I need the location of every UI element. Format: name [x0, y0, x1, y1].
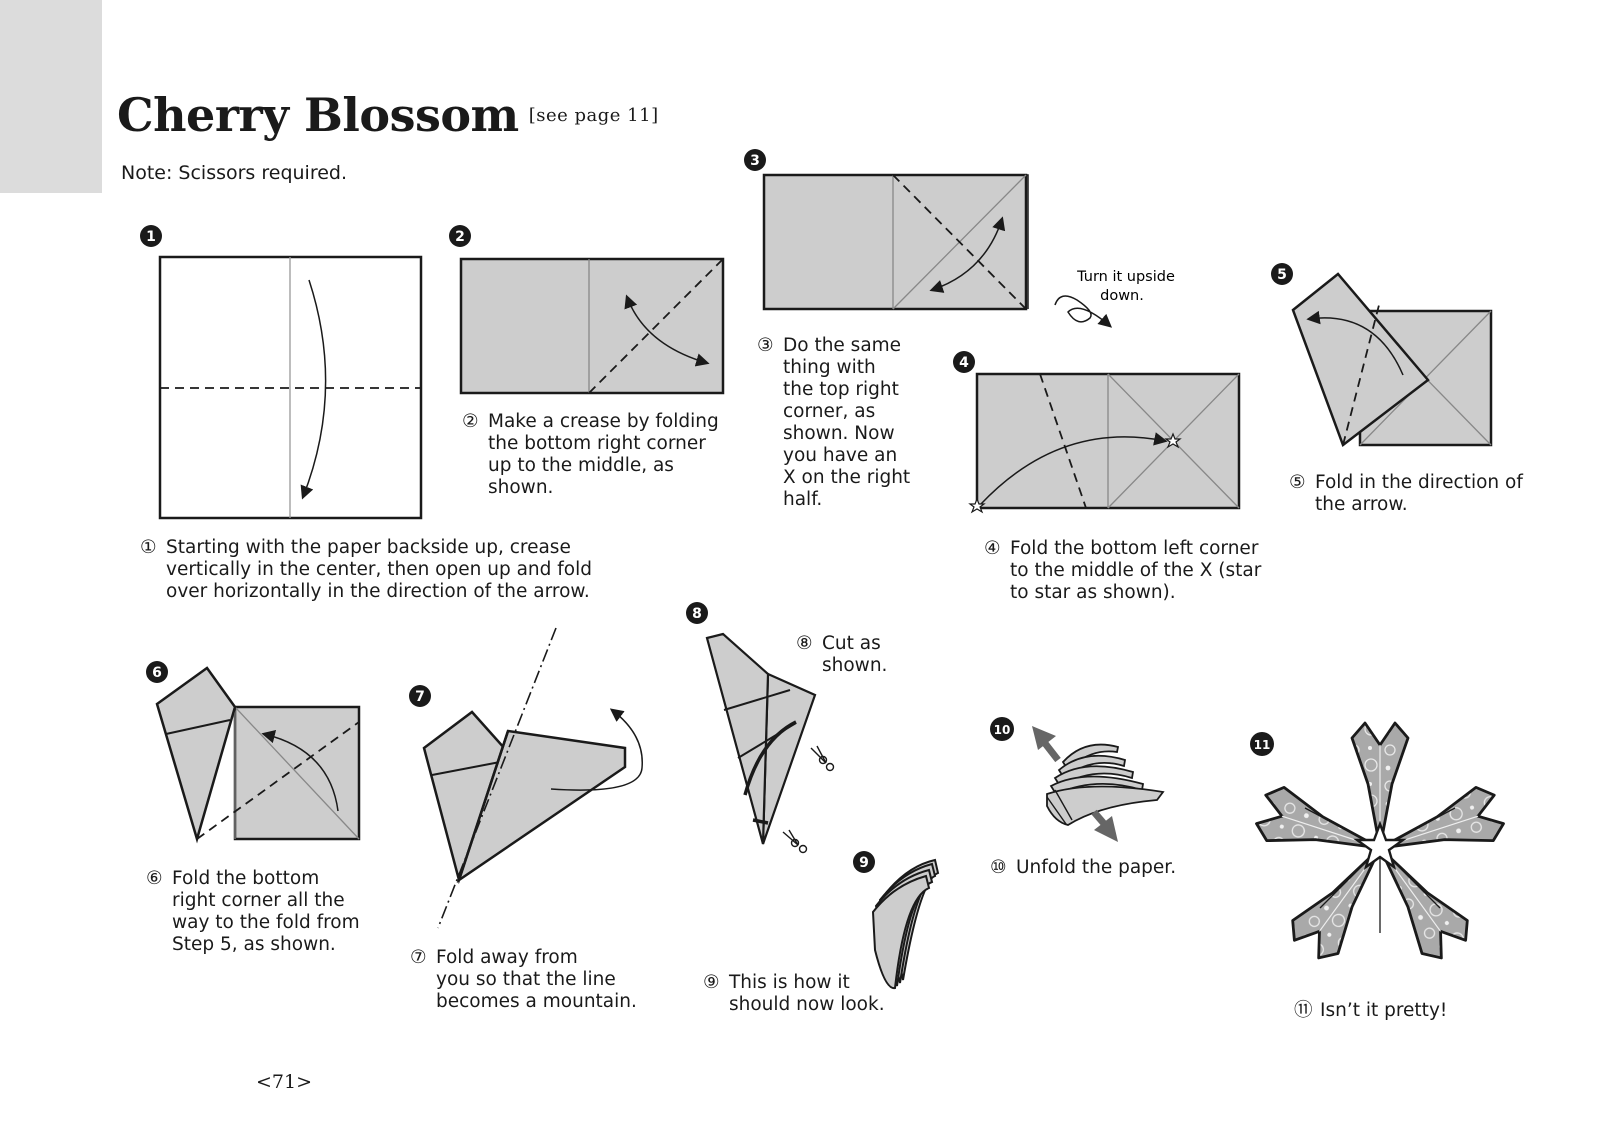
- badge-4: 4: [953, 351, 975, 373]
- diagram-step-10: [1032, 726, 1165, 842]
- page-number: <71>: [256, 1071, 313, 1093]
- badge-2: 2: [449, 225, 471, 247]
- svg-text:2: 2: [455, 229, 465, 245]
- badge-5: 5: [1271, 263, 1293, 285]
- diagram-step-8: [705, 632, 835, 854]
- svg-text:4: 4: [959, 355, 969, 371]
- curved-arrow-icon: [624, 294, 710, 367]
- turn-over-icon: Turn it upside down.: [1054, 269, 1175, 328]
- scissors-icon: [782, 829, 808, 854]
- page-title: Cherry Blossom [see page 11]: [117, 88, 659, 142]
- diagram-step-1: [158, 255, 423, 520]
- step-badges: 1 2 3 4 5 6 7 8 9 10 11: [140, 149, 1293, 873]
- diagram-step-7: [422, 627, 643, 929]
- badge-9: 9: [853, 851, 875, 873]
- svg-text:down.: down.: [1100, 288, 1144, 304]
- svg-text:9: 9: [859, 855, 869, 871]
- diagram-step-4: [968, 372, 1241, 514]
- svg-text:10: 10: [994, 723, 1011, 737]
- curved-arrow-icon: [261, 729, 339, 812]
- badge-7: 7: [409, 685, 431, 707]
- svg-text:6: 6: [152, 665, 162, 681]
- badge-6: 6: [146, 661, 168, 683]
- svg-text:11: 11: [1254, 738, 1271, 752]
- star-icon: [1164, 432, 1182, 449]
- svg-text:1: 1: [146, 229, 156, 245]
- svg-text:5: 5: [1277, 267, 1287, 283]
- chapter-tab: [0, 0, 102, 193]
- note-text: Note: Scissors required.: [121, 162, 348, 184]
- arrow-up-left-icon: [1032, 726, 1061, 763]
- badge-1: 1: [140, 225, 162, 247]
- badge-8: 8: [686, 602, 708, 624]
- scissors-icon: [810, 745, 835, 772]
- badge-11: 11: [1250, 732, 1274, 756]
- page-reference: [see page 11]: [528, 105, 659, 126]
- title-text: Cherry Blossom: [117, 88, 519, 142]
- badge-3: 3: [744, 149, 766, 171]
- svg-text:Turn it upside: Turn it upside: [1076, 269, 1175, 285]
- star-icon: [1353, 820, 1407, 870]
- svg-text:8: 8: [692, 606, 702, 622]
- curved-arrow-icon: [550, 708, 643, 791]
- svg-text:7: 7: [415, 689, 425, 705]
- arrow-down-right-icon: [1091, 809, 1118, 842]
- diagram-step-2: [459, 257, 725, 395]
- diagram-step-6: [155, 666, 361, 844]
- curved-arrow-icon: [979, 432, 1168, 506]
- curved-arrow-icon: [929, 216, 1006, 293]
- diagram-step-3: [762, 173, 1029, 311]
- curved-arrow-icon: [300, 279, 327, 500]
- loop-arrow-icon: [1054, 295, 1113, 328]
- badge-10: 10: [990, 717, 1014, 741]
- diagram-step-9: [871, 858, 940, 990]
- star-icon: [968, 497, 986, 514]
- cherry-blossom-flower: [1251, 721, 1509, 967]
- diagram-step-5: [1291, 272, 1493, 448]
- svg-text:3: 3: [750, 153, 760, 169]
- curved-arrow-icon: [1306, 310, 1404, 376]
